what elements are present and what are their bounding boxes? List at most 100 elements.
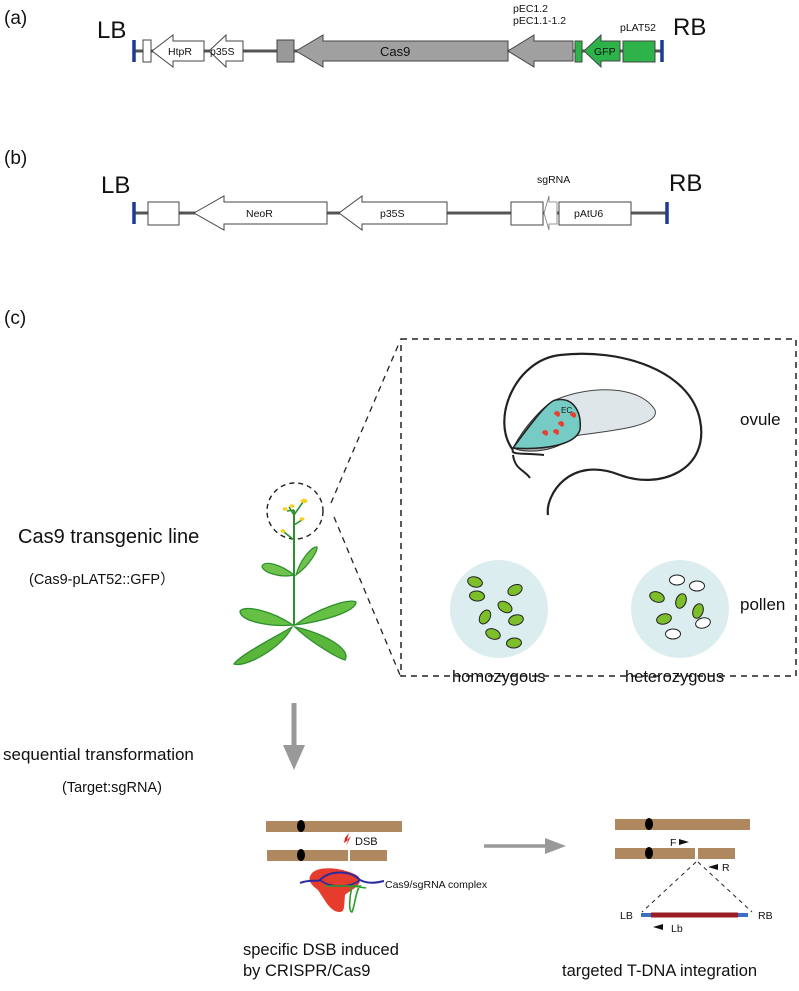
htpr-label: HtpR (168, 46, 192, 58)
rb-label: RB (673, 14, 706, 41)
pollen-grain-gfp (692, 603, 704, 619)
heterozygous-label: heterozygous (625, 668, 724, 686)
chromosome-left-fragment (267, 850, 348, 861)
plat52-box (622, 40, 656, 63)
primer-r-icon (708, 864, 718, 870)
embryo-sac (511, 398, 581, 450)
panel-b-label: (b) (4, 148, 27, 169)
centromere (297, 849, 305, 861)
flower (280, 529, 286, 533)
transformation-title: sequential transformation (3, 745, 194, 764)
rosette-leaf (239, 607, 295, 627)
pollen-grain-empty (695, 617, 711, 629)
branch (293, 519, 303, 526)
flower (282, 507, 288, 511)
pollen-dish (631, 560, 729, 658)
gfp-label: GFP (594, 46, 616, 58)
egg-cell-marker (542, 430, 548, 436)
flower (300, 498, 308, 504)
ec-label: EC (561, 406, 572, 415)
flower-zoom-circle (266, 482, 324, 540)
pollen-grain-empty (669, 574, 685, 586)
p35s-label: p35S (380, 208, 405, 220)
rosette-leaf (232, 625, 294, 666)
panel-c: (c) Ca (3, 308, 797, 980)
egg-cell-marker (554, 411, 560, 417)
terminator-box (147, 201, 180, 226)
panel-a-label: (a) (4, 8, 27, 29)
pollen-dish (450, 560, 548, 658)
transformation-subtitle: (Target:sgRNA) (62, 780, 162, 796)
transgenic-line-subtitle: (Cas9-pLAT52::GFP） (29, 571, 175, 588)
dsb-label: DSB (355, 836, 378, 848)
panel-a: (a) LB RB HtpR p35S Cas9 pEC1.2 pEC1.1-1… (4, 3, 706, 69)
integration-chromosomes: F R LB RB Lb (615, 818, 773, 935)
insertion-line-left (641, 861, 697, 913)
panel-c-label: (c) (4, 308, 26, 329)
pollen-grain-gfp (485, 628, 501, 640)
pollen-grain-gfp (497, 600, 513, 614)
pollen-label: pollen (740, 595, 785, 614)
primer-f-label: F (670, 837, 676, 849)
integration-caption: targeted T-DNA integration (562, 962, 757, 980)
homozygous-label: homozygous (452, 668, 546, 686)
ovule-label: ovule (740, 410, 781, 429)
chromosome (266, 821, 402, 832)
cauline-leaf (294, 546, 318, 577)
sgrna-arrow (543, 195, 558, 231)
pec-promoter-arrow (507, 34, 574, 68)
sgrna-label: sgRNA (537, 174, 570, 186)
ovule-funiculus (511, 449, 545, 456)
primer-r-label: R (722, 862, 730, 874)
terminator-box (142, 39, 152, 63)
ovule-stalk (512, 454, 531, 479)
branch (283, 531, 295, 541)
tdna-rb-label: RB (758, 910, 773, 922)
pollen-grain-gfp (508, 614, 524, 626)
egg-cell-marker (570, 412, 576, 418)
primer-lb-label: Lb (671, 923, 683, 935)
chromosome-right-fragment (698, 848, 735, 859)
pec-label-line1: pEC1.2 (513, 3, 548, 15)
neor-arrow (192, 195, 328, 231)
lb-label: LB (97, 17, 126, 44)
pollen-grain-gfp (506, 637, 522, 649)
egg-cell-marker (558, 421, 564, 427)
pollen-grain-gfp (478, 609, 492, 625)
sgrna-strand (325, 885, 367, 913)
pollen-grain-gfp (467, 576, 483, 588)
dsb-caption-line1: specific DSB induced (243, 941, 399, 959)
right-arrow (484, 838, 566, 854)
target-dna (299, 871, 385, 884)
p35s-arrow (208, 33, 244, 69)
sgrna-scaffold-box (510, 201, 544, 226)
plat52-label: pLAT52 (620, 22, 656, 34)
pollen-grain-gfp (649, 591, 665, 603)
complex-label: Cas9/sgRNA complex (385, 879, 488, 891)
centromere (645, 818, 653, 830)
neor-label: NeoR (246, 208, 273, 220)
arabidopsis-plant (232, 482, 357, 666)
chromosome-right-fragment (350, 850, 387, 861)
flower (289, 504, 295, 508)
branch (293, 501, 304, 516)
pollen-grain-empty (665, 628, 681, 640)
rosette-leaf (293, 625, 347, 661)
pollen-grain-gfp (656, 613, 672, 625)
chromosome-left-fragment (615, 848, 695, 859)
pollen-grain-gfp (469, 590, 485, 602)
ovule-outer-integument (503, 352, 703, 516)
tdna-lb-label: LB (620, 910, 633, 922)
zoom-inset-box (400, 338, 797, 677)
pollen-homozygous (450, 560, 548, 658)
cas9-sgrna-complex: Cas9/sgRNA complex (299, 868, 488, 913)
flower (299, 517, 305, 521)
cauline-leaf (261, 562, 296, 577)
pollen-heterozygous (631, 560, 729, 658)
branch (286, 509, 295, 512)
rb-label: RB (669, 170, 702, 197)
pollen-grain-gfp (507, 583, 523, 597)
patu6-label: pAtU6 (574, 208, 603, 220)
panel-b: (b) LB RB NeoR p35S sgRNA pAtU6 (4, 148, 702, 231)
